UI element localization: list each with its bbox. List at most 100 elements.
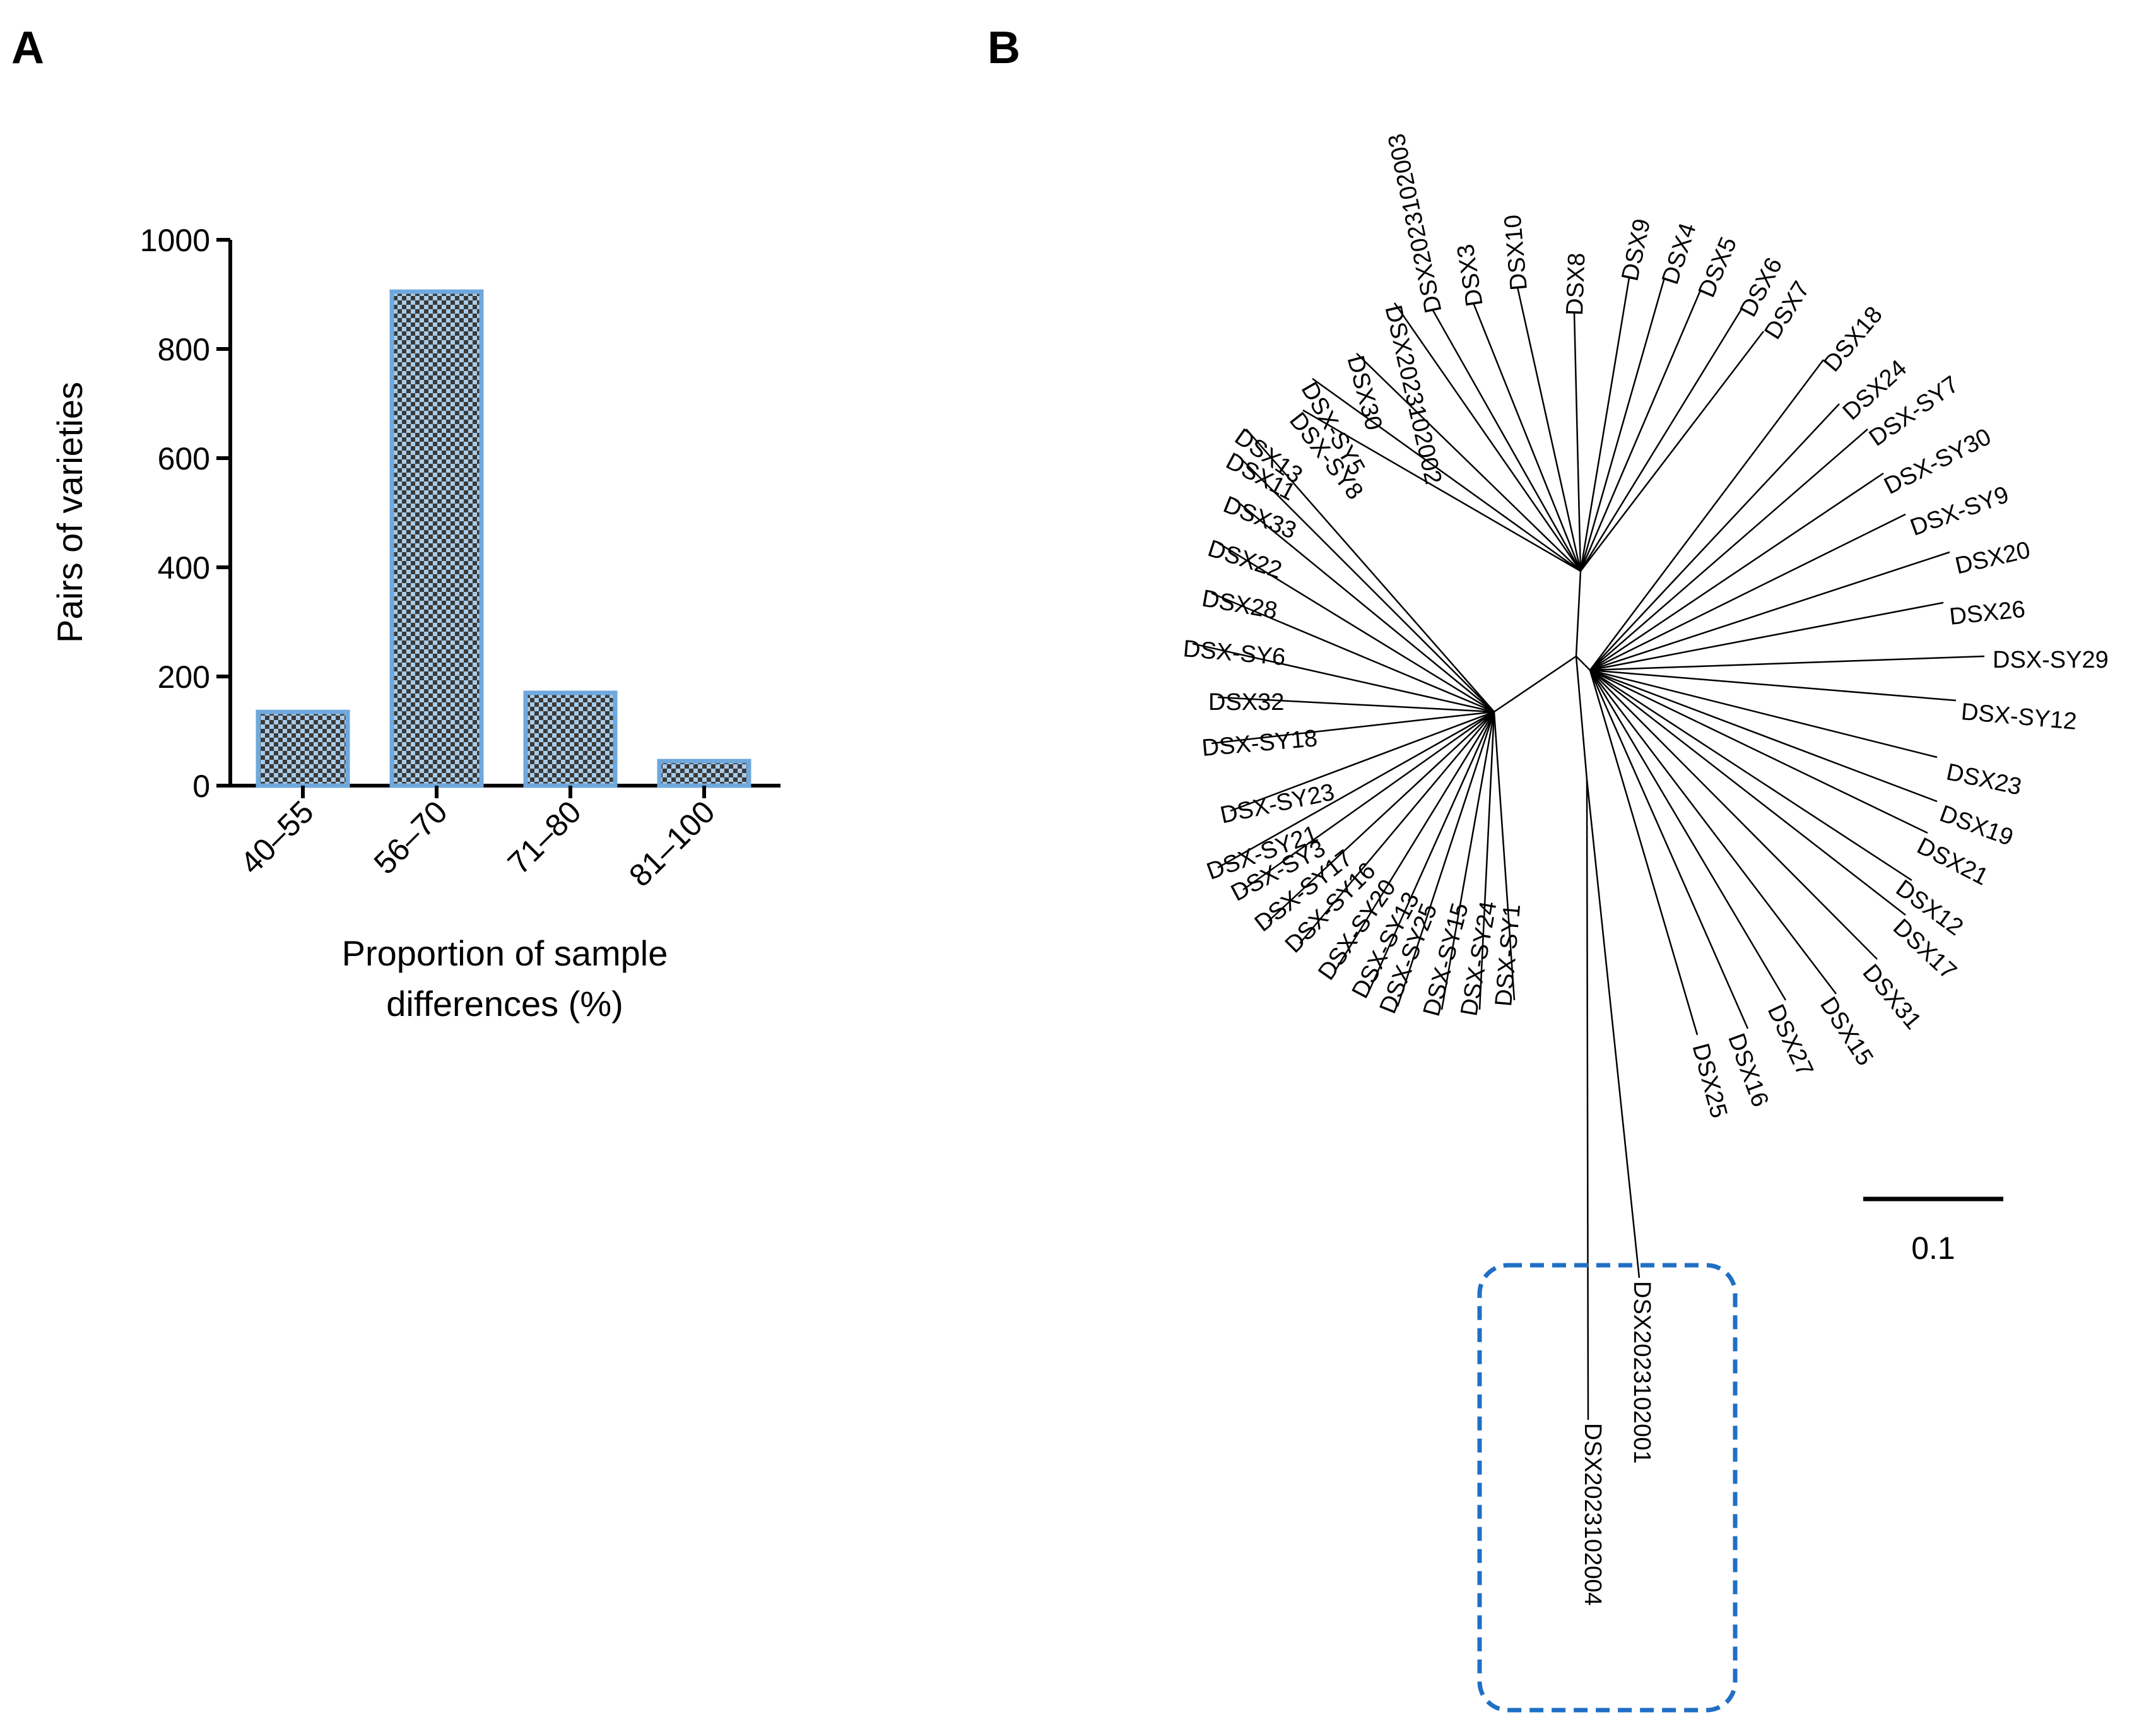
tree-branch xyxy=(1268,711,1495,922)
tree-branch xyxy=(1493,655,1577,713)
leaf-label: DSX2023102004 xyxy=(1579,1423,1606,1605)
tree-branch xyxy=(1589,359,1824,671)
tree-branch xyxy=(1368,711,1495,991)
tree-branch xyxy=(1589,428,1868,671)
leaf-label: DSX9 xyxy=(1617,216,1656,283)
leaf-label: DSX20 xyxy=(1953,537,2033,580)
tree-branch xyxy=(1312,377,1581,572)
bar xyxy=(256,709,350,788)
tree-branch xyxy=(1472,302,1582,572)
leaf-label: DSX-SY12 xyxy=(1960,699,2078,735)
x-tick-label: 56–70 xyxy=(367,794,454,881)
leaf-label: DSX-SY29 xyxy=(1993,647,2109,673)
x-axis-label-line1: Proportion of sample xyxy=(342,933,668,973)
tree-branch xyxy=(1217,541,1495,713)
tree-branch xyxy=(1589,601,1944,671)
tree-branch xyxy=(1589,669,1928,834)
tree-branch xyxy=(1573,312,1582,572)
tree-branch xyxy=(1211,711,1495,745)
tree-branch xyxy=(1589,551,1950,671)
panel-label-b: B xyxy=(987,23,1020,73)
tree-branch xyxy=(1299,711,1495,944)
tree-branch xyxy=(1233,498,1495,712)
leaf-label: DSX23 xyxy=(1944,759,2024,801)
leaf-label: DSX-SY18 xyxy=(1201,725,1319,762)
tree-branch xyxy=(1493,711,1516,1001)
tree-branch xyxy=(1580,331,1764,572)
panel-label-a: A xyxy=(11,23,44,73)
tree-branches xyxy=(1192,277,1985,1420)
highlight-box xyxy=(1477,1263,1738,1713)
tree-branch xyxy=(1333,711,1495,972)
leaf-label: DSX10 xyxy=(1500,213,1533,292)
leaf-label: DSX31 xyxy=(1857,959,1926,1034)
tree-branch xyxy=(1440,711,1495,1010)
bar xyxy=(523,690,618,788)
tree-branch xyxy=(1589,670,1787,1001)
leaf-label: DSX3 xyxy=(1452,242,1488,309)
leaf-label: DSX2023102003 xyxy=(1383,131,1447,316)
tree-branch xyxy=(1576,656,1591,671)
tree-branch xyxy=(1589,670,1837,995)
tree-branch xyxy=(1217,696,1495,713)
bar xyxy=(657,759,751,788)
tree-branch xyxy=(1589,472,1884,671)
tree-branch xyxy=(1589,513,1906,671)
tree-branch xyxy=(1589,670,1906,916)
tree-branch xyxy=(1589,669,1957,702)
tree-branch xyxy=(1516,286,1582,572)
leaf-label: DSX26 xyxy=(1948,596,2027,630)
tree-branch xyxy=(1246,428,1495,712)
tree-branch xyxy=(1589,670,1749,1029)
tree-branch xyxy=(1242,711,1495,891)
leaf-label: DSX22 xyxy=(1205,535,1285,584)
leaf-label: DSX5 xyxy=(1694,233,1742,302)
leaf-label: DSX8 xyxy=(1562,252,1590,316)
tree-branch xyxy=(1211,592,1495,713)
tree-branch xyxy=(1589,403,1840,671)
leaf-label: DSX4 xyxy=(1657,220,1702,287)
tree-branch xyxy=(1230,711,1495,812)
leaf-label: DSX28 xyxy=(1200,585,1280,624)
tree-branch xyxy=(1396,711,1495,1007)
tree-branch xyxy=(1575,656,1588,780)
x-tick-label: 71–80 xyxy=(501,794,588,881)
leaf-label: DSX19 xyxy=(1936,800,2017,851)
tree-branch xyxy=(1586,779,1589,1420)
tree-branch xyxy=(1589,669,1938,759)
tree-branch xyxy=(1579,309,1743,572)
leaf-label: DSX30 xyxy=(1342,353,1387,433)
tree-branch xyxy=(1192,642,1495,713)
tree-branch xyxy=(1589,670,1699,1036)
y-tick-label: 600 xyxy=(158,441,210,476)
leaf-label: DSX25 xyxy=(1687,1041,1733,1121)
y-tick-label: 400 xyxy=(158,550,210,586)
x-tick-label: 40–55 xyxy=(233,794,321,881)
phylogenetic-tree: DSX2023102004DSX2023102001DSX25DSX16DSX2… xyxy=(1182,131,2109,1713)
leaf-label: DSX27 xyxy=(1762,1000,1818,1080)
leaf-label: DSX-SY6 xyxy=(1182,635,1287,671)
leaf-label: DSX32 xyxy=(1208,689,1284,716)
tree-branch xyxy=(1589,669,1938,803)
y-tick-label: 0 xyxy=(192,769,210,804)
tree-branch xyxy=(1589,670,1878,960)
leaf-label: DSX16 xyxy=(1723,1030,1774,1111)
tree-branch xyxy=(1302,409,1581,572)
bars xyxy=(256,289,751,788)
leaf-label: DSX-SY9 xyxy=(1907,481,2012,541)
tree-branch xyxy=(1236,454,1495,712)
leaf-label: DSX-SY23 xyxy=(1218,779,1336,829)
tree-branch xyxy=(1393,302,1582,572)
bar xyxy=(389,289,484,788)
y-tick-label: 1000 xyxy=(140,223,210,258)
y-axis-label: Pairs of varieties xyxy=(50,382,90,643)
leaf-label: DSX2023102001 xyxy=(1629,1281,1655,1463)
tree-branch xyxy=(1589,669,1912,882)
y-tick-label: 200 xyxy=(158,659,210,695)
x-axis-label-line2: differences (%) xyxy=(386,984,623,1024)
tree-branch xyxy=(1356,353,1581,572)
